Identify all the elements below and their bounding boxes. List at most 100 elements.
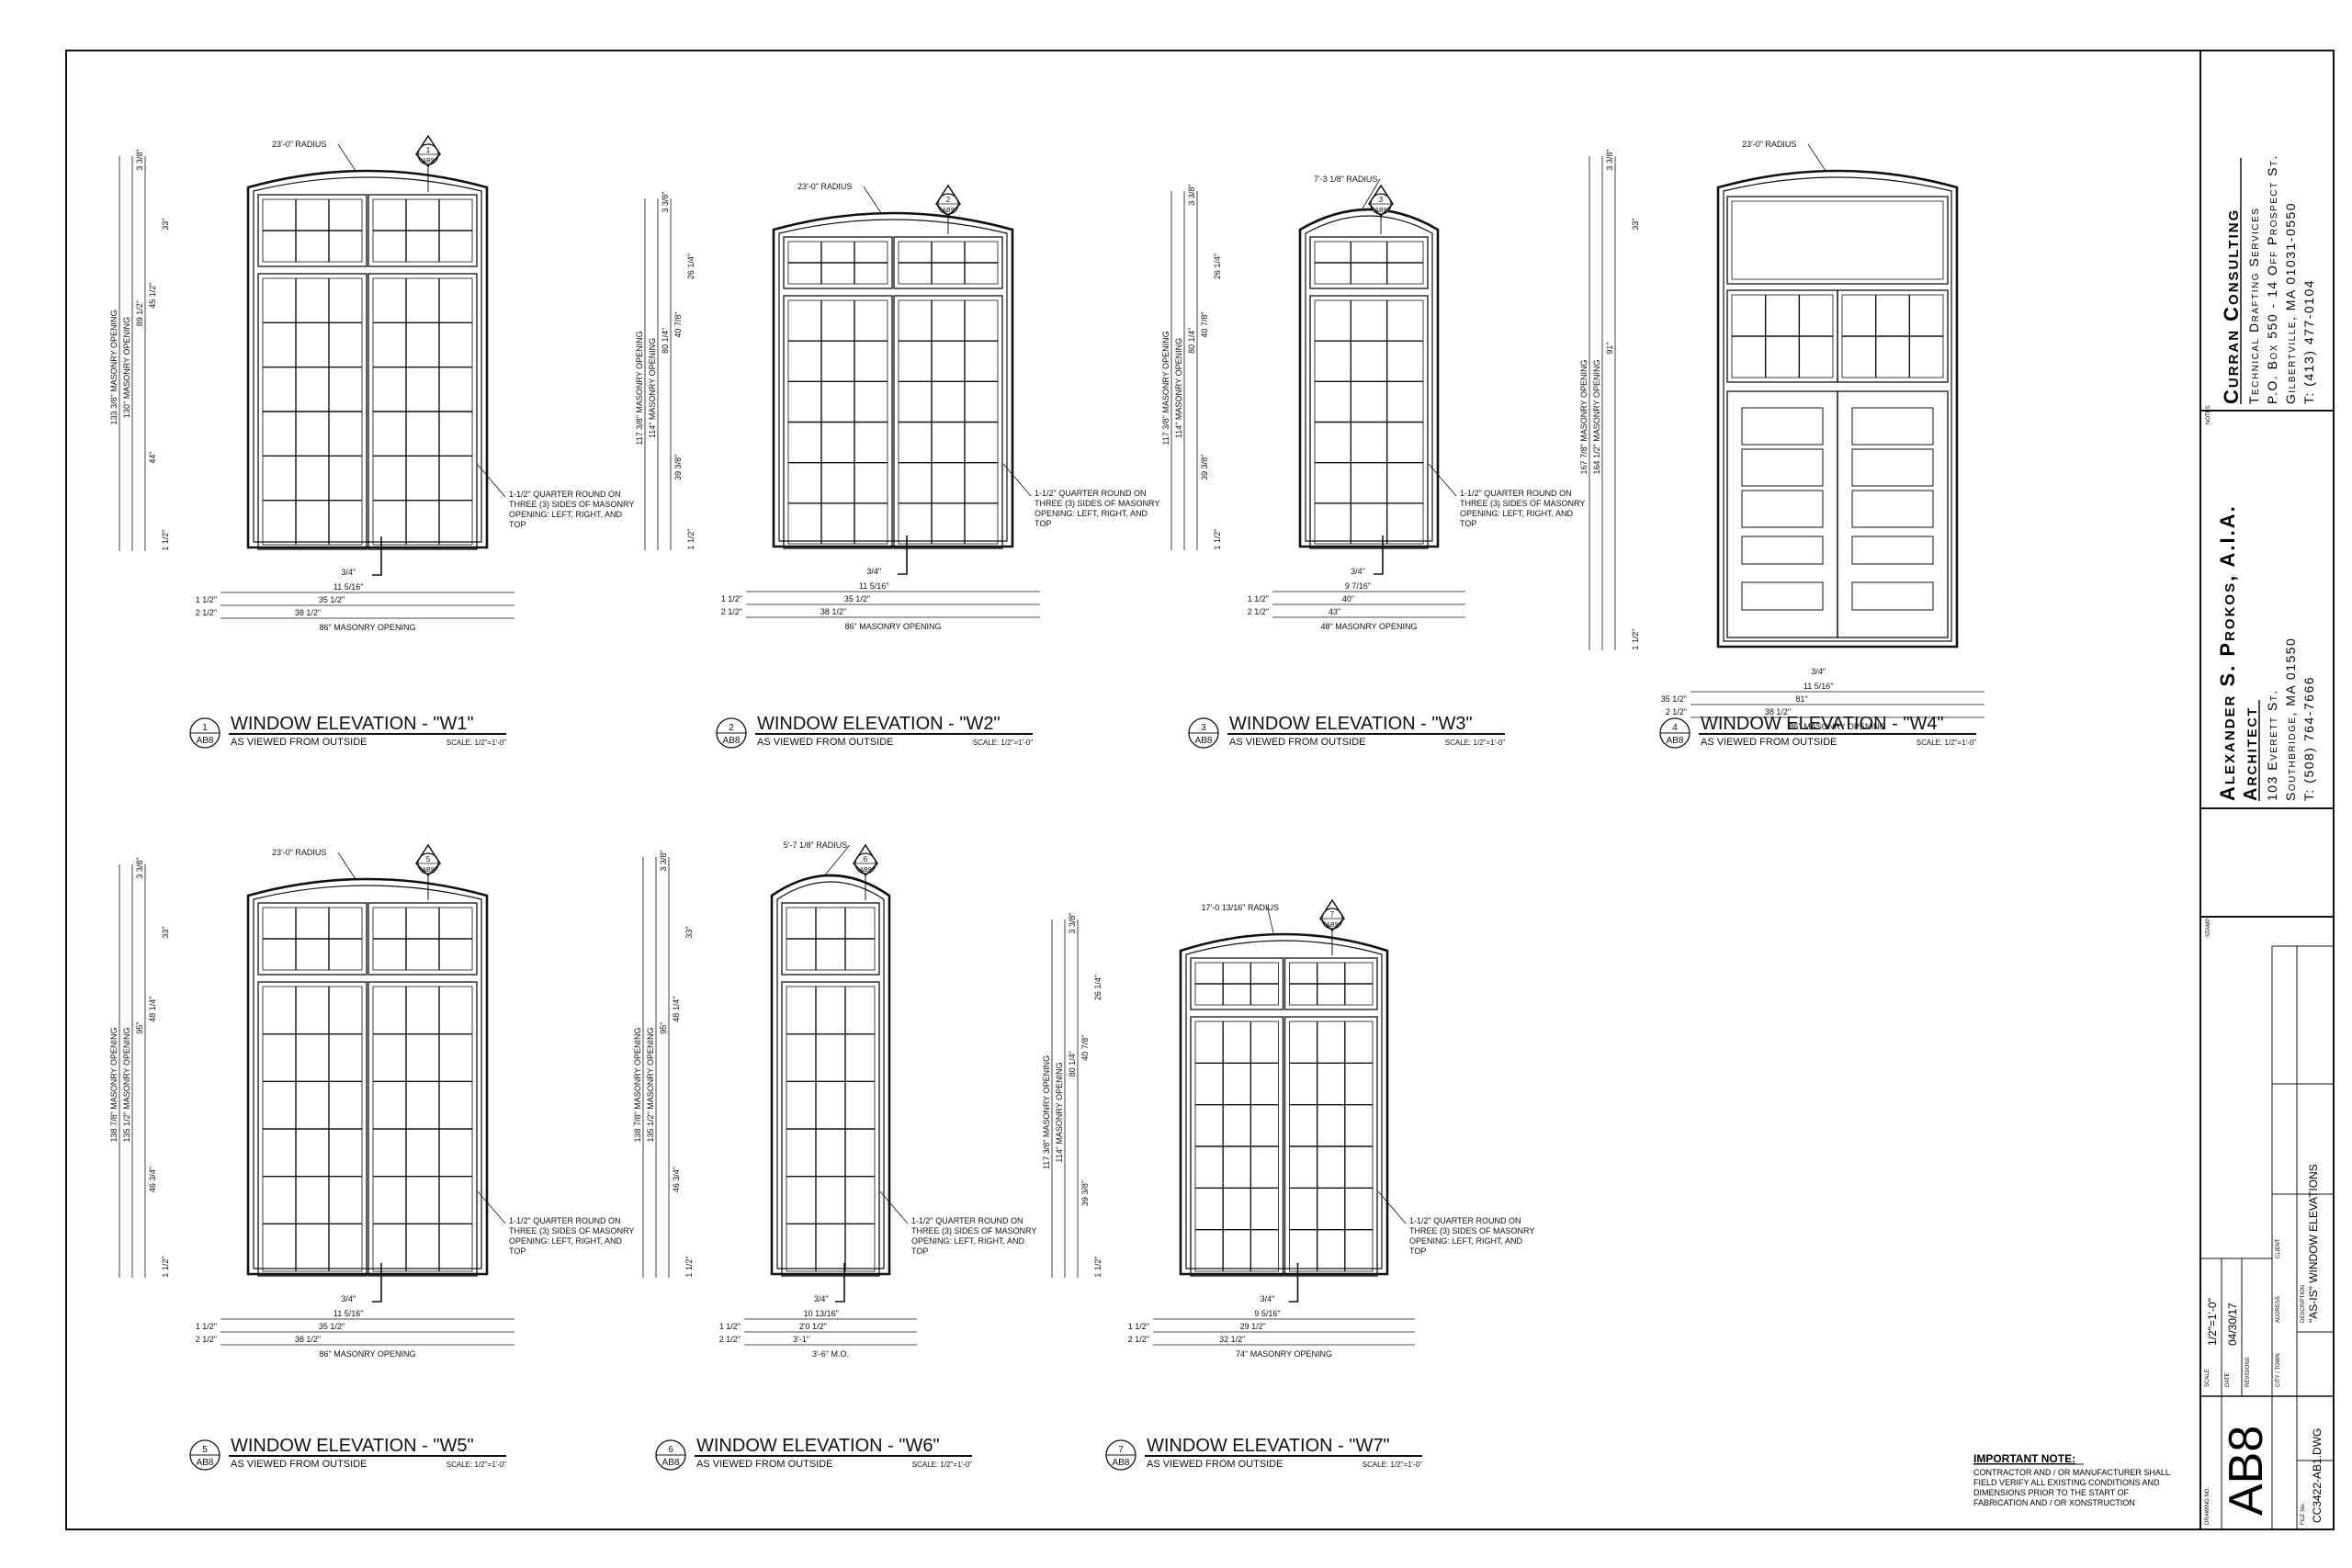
quarter-round-note: THREE (3) SIDES OF MASONRY bbox=[509, 1226, 634, 1235]
quarter-round-note: THREE (3) SIDES OF MASONRY bbox=[911, 1226, 1036, 1235]
sash bbox=[257, 981, 368, 1277]
detail-number: 3 bbox=[1201, 723, 1206, 733]
firm-phone: T: (413) 477-0104 bbox=[2301, 279, 2316, 404]
architect-phone: T: (508) 764-7666 bbox=[2301, 676, 2316, 801]
elevation-scale: SCALE: 1/2"=1'-0" bbox=[447, 1461, 506, 1469]
quarter-round-note: TOP bbox=[509, 520, 526, 529]
quarter-round-note: TOP bbox=[509, 1247, 526, 1256]
door-panel bbox=[1741, 490, 1824, 528]
dimension-text: 35 1/2" bbox=[844, 594, 870, 604]
dimension-text: 48 1/4" bbox=[148, 996, 157, 1021]
architect-name: Alexander S. Prokos, A.I.A. bbox=[2216, 504, 2239, 801]
notes-label: NOTES bbox=[2206, 405, 2211, 424]
radius-label: 17'-0 13/16" RADIUS bbox=[1202, 903, 1279, 912]
elevation-scale: SCALE: 1/2"=1'-0" bbox=[447, 739, 506, 747]
quarter-round-note: 1-1/2" QUARTER ROUND ON bbox=[1409, 1216, 1521, 1225]
quarter-round-note: THREE (3) SIDES OF MASONRY bbox=[1035, 499, 1159, 508]
dimension-text: 114" MASONRY OPENING bbox=[648, 338, 657, 438]
dimension-text: 48 1/4" bbox=[672, 996, 681, 1021]
door-panel bbox=[1851, 490, 1934, 528]
door-panel bbox=[1741, 536, 1824, 565]
section-tag-diamond bbox=[935, 184, 961, 218]
detail-ref: AB8 bbox=[662, 1458, 680, 1468]
elevation-subtitle: AS VIEWED FROM OUTSIDE bbox=[1229, 737, 1366, 748]
architect-address: 103 Everett St. bbox=[2265, 689, 2279, 801]
section-tag-diamond bbox=[1368, 184, 1394, 218]
important-note: IMPORTANT NOTE: CONTRACTOR AND / OR MANU… bbox=[1973, 1452, 2170, 1507]
dimension-text: 1 1/2" bbox=[1128, 1322, 1149, 1331]
section-tag-diamond bbox=[853, 843, 878, 877]
quarter-round-note: THREE (3) SIDES OF MASONRY bbox=[1409, 1226, 1534, 1235]
detail-ref: AB8 bbox=[197, 736, 214, 746]
dimension-text: 40 7/8" bbox=[1080, 1034, 1090, 1060]
firm-city: Gilbertville, MA 01031-0550 bbox=[2283, 202, 2298, 404]
dimension-text: 3 3/8" bbox=[135, 149, 144, 170]
dimension-text: 2 1/2" bbox=[1666, 707, 1687, 716]
frame bbox=[1185, 940, 1383, 1269]
leader-line bbox=[1428, 463, 1457, 497]
sash bbox=[783, 236, 893, 289]
section-tag-ref: AB9 bbox=[422, 158, 434, 164]
important-note-line: FIELD VERIFY ALL EXISTING CONDITIONS AND bbox=[1973, 1478, 2160, 1487]
sash bbox=[1309, 295, 1429, 549]
door-panel bbox=[1741, 448, 1824, 487]
sash bbox=[783, 295, 893, 549]
section-tag-number: 7 bbox=[1330, 910, 1335, 919]
sash bbox=[368, 194, 478, 267]
section-tag-ref: AB9 bbox=[942, 208, 954, 214]
sash bbox=[257, 273, 368, 550]
opening-label: 86" MASONRY OPENING bbox=[320, 623, 416, 632]
radius-label: 7'-3 1/8" RADIUS bbox=[1314, 175, 1377, 184]
important-note-line: DIMENSIONS PRIOR TO THE START OF bbox=[1973, 1488, 2130, 1497]
masonry-opening bbox=[1298, 208, 1440, 548]
detail-number: 7 bbox=[1118, 1445, 1124, 1455]
dimension-text: 117 3/8" MASONRY OPENING bbox=[1161, 331, 1170, 445]
dimension-text: 40 7/8" bbox=[673, 311, 683, 337]
dimension-text: 133 3/8" MASONRY OPENING bbox=[109, 310, 119, 425]
architect-city: Southbridge, MA 01550 bbox=[2283, 637, 2298, 801]
door-panel bbox=[1851, 448, 1934, 487]
detail-number: 2 bbox=[729, 723, 734, 733]
sash bbox=[781, 981, 880, 1277]
opening-label: 3'-6" M.O. bbox=[812, 1349, 849, 1359]
firm-name: Curran Consulting bbox=[2220, 209, 2243, 404]
elevation-title: WINDOW ELEVATION - "W1" bbox=[231, 714, 474, 734]
elevation-scale: SCALE: 1/2"=1'-0" bbox=[912, 1461, 972, 1469]
dimension-text: 46 3/4" bbox=[672, 1167, 681, 1192]
section-tag-ref: AB9 bbox=[422, 867, 434, 874]
elevation-title: WINDOW ELEVATION - "W6" bbox=[696, 1436, 940, 1456]
leader-line bbox=[477, 464, 506, 498]
client-label: CLIENT bbox=[2276, 1238, 2281, 1258]
opening-label: 48" MASONRY OPENING bbox=[1321, 622, 1418, 631]
section-tag-ref: AB9 bbox=[859, 867, 871, 874]
sash bbox=[257, 194, 368, 267]
section-tag-ref: AB9 bbox=[1374, 208, 1386, 214]
dimension-text: 10 13/16" bbox=[804, 1309, 839, 1318]
dimension-text: 2 1/2" bbox=[719, 1335, 741, 1344]
dimension-text: 3/4" bbox=[341, 568, 356, 577]
dimension-text: 2 1/2" bbox=[1128, 1335, 1149, 1344]
quarter-round-note: TOP bbox=[1409, 1247, 1426, 1256]
important-note-line: FABRICATION AND / OR XONSTRUCTION bbox=[1973, 1498, 2135, 1507]
dimension-text: 3'-1" bbox=[793, 1335, 809, 1344]
detail-ref: AB8 bbox=[1113, 1458, 1130, 1468]
leader-line bbox=[879, 1190, 909, 1224]
quarter-round-note: THREE (3) SIDES OF MASONRY bbox=[509, 500, 634, 509]
dimension-text: 35 1/2" bbox=[319, 1322, 345, 1331]
elevation-title: WINDOW ELEVATION - "W7" bbox=[1147, 1436, 1390, 1456]
dimension-text: 1 1/2" bbox=[1248, 594, 1269, 604]
dimension-text: 35 1/2" bbox=[319, 595, 345, 604]
elevation-title: WINDOW ELEVATION - "W4" bbox=[1701, 714, 1944, 734]
dimension-text: 1 1/2" bbox=[161, 529, 170, 550]
detail-number: 1 bbox=[202, 723, 208, 733]
dimension-text: 81" bbox=[1795, 694, 1807, 704]
section-tag-ref: AB9 bbox=[1326, 922, 1338, 929]
section-tag-diamond bbox=[415, 134, 441, 168]
scale-value: 1/2"=1'-0" bbox=[2206, 1298, 2219, 1346]
quarter-round-note: TOP bbox=[1460, 519, 1476, 528]
opening-label: 86" MASONRY OPENING bbox=[845, 622, 942, 631]
